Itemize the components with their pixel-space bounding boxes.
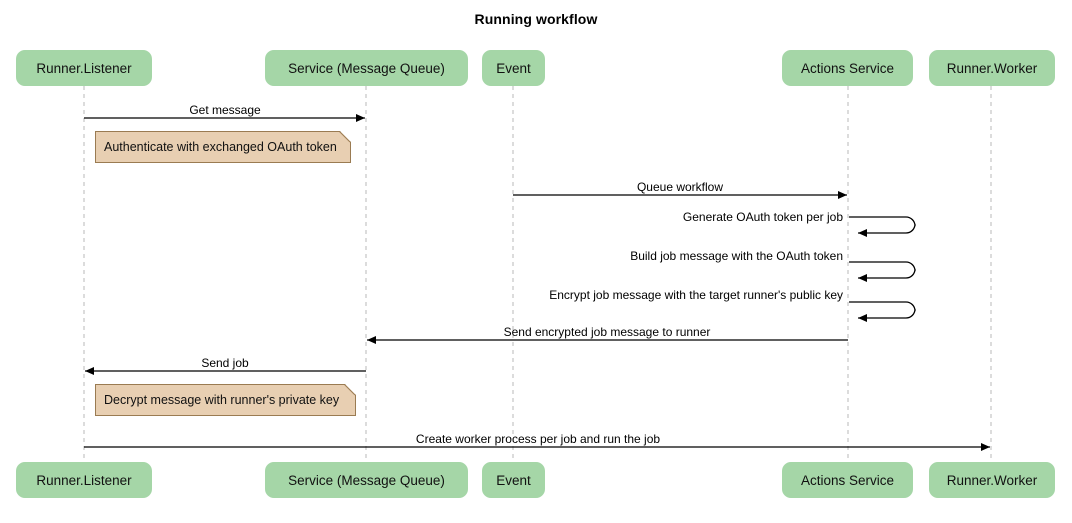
participant-label: Event (496, 472, 531, 488)
self-loop-encrypt-job-message (849, 301, 916, 322)
participant-event-top[interactable]: Event (482, 50, 545, 86)
message-label-send-encrypted-job-message: Send encrypted job message to runner (503, 325, 711, 339)
participant-service-queue-top[interactable]: Service (Message Queue) (265, 50, 468, 86)
message-label-queue-workflow: Queue workflow (636, 180, 724, 194)
message-label-get-message: Get message (189, 103, 261, 117)
message-label-build-job-message: Build job message with the OAuth token (630, 249, 843, 263)
participant-label: Actions Service (800, 60, 895, 76)
message-label-generate-oauth-token: Generate OAuth token per job (682, 210, 843, 224)
participant-label: Runner.Listener (36, 472, 132, 488)
participant-actions-service-bottom[interactable]: Actions Service (782, 462, 913, 498)
participant-label: Service (Message Queue) (288, 60, 445, 76)
participant-label: Runner.Worker (946, 60, 1038, 76)
note-decrypt: Decrypt message with runner's private ke… (95, 384, 356, 416)
note-fold-line-icon (339, 131, 351, 143)
participant-label: Actions Service (800, 472, 895, 488)
participant-service-queue-bottom[interactable]: Service (Message Queue) (265, 462, 468, 498)
note-fold-corner-icon (345, 384, 356, 395)
note-fold-line-icon (344, 384, 356, 396)
note-authenticate: Authenticate with exchanged OAuth token (95, 131, 351, 163)
self-loop-build-job-message (849, 261, 916, 282)
participant-label: Service (Message Queue) (288, 472, 445, 488)
participant-runner-worker-top[interactable]: Runner.Worker (929, 50, 1055, 86)
note-text: Authenticate with exchanged OAuth token (104, 140, 337, 154)
participant-label: Runner.Worker (946, 472, 1038, 488)
participant-actions-service-top[interactable]: Actions Service (782, 50, 913, 86)
participant-label: Runner.Listener (36, 60, 132, 76)
note-fold-corner-icon (340, 131, 351, 142)
message-label-create-worker-process: Create worker process per job and run th… (415, 432, 661, 446)
participant-runner-listener-top[interactable]: Runner.Listener (16, 50, 152, 86)
participant-event-bottom[interactable]: Event (482, 462, 545, 498)
message-label-send-job: Send job (201, 356, 249, 370)
note-text: Decrypt message with runner's private ke… (104, 393, 340, 407)
self-loop-generate-oauth-token (849, 216, 916, 237)
participant-runner-worker-bottom[interactable]: Runner.Worker (929, 462, 1055, 498)
page-title: Running workflow (474, 11, 598, 27)
message-label-encrypt-job-message: Encrypt job message with the target runn… (549, 288, 843, 302)
participant-label: Event (496, 60, 531, 76)
participant-runner-listener-bottom[interactable]: Runner.Listener (16, 462, 152, 498)
